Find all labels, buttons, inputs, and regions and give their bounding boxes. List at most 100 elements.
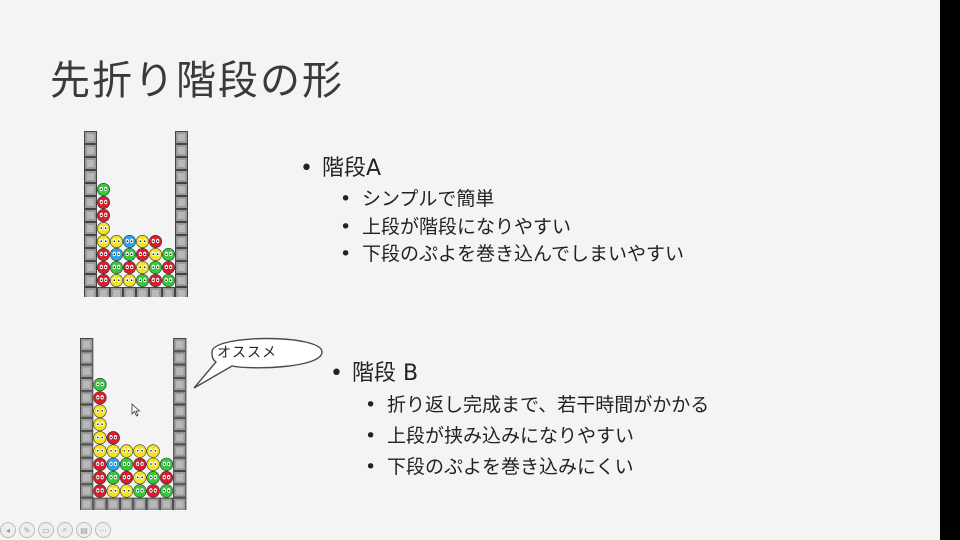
- floor-block-inner: [139, 290, 146, 297]
- wall-block-inner: [87, 264, 94, 271]
- puyo-yellow: [93, 417, 107, 432]
- puyo-red: [119, 470, 134, 485]
- wall-block-inner: [87, 199, 94, 206]
- bullet-dot: •: [365, 456, 377, 478]
- bullet-b-point-2: •上段が挟み込みになりやすい: [365, 421, 634, 448]
- floor-block-inner: [109, 500, 117, 508]
- bullet-dot: •: [300, 156, 313, 181]
- slideshow-toolbar: ◂ ✎ ▭ ⌕ ▤ ⋯: [0, 521, 111, 539]
- wall-block-inner: [176, 434, 184, 442]
- puyo-green: [149, 261, 163, 275]
- wall-block-inner: [176, 447, 184, 455]
- wall-block-inner: [83, 367, 91, 375]
- puyo-yellow: [106, 444, 120, 458]
- wall-block-inner: [176, 380, 184, 389]
- puyo-yellow: [119, 484, 134, 498]
- wall-block-inner: [83, 407, 91, 415]
- puyo-yellow: [93, 404, 107, 418]
- puyo-red: [122, 261, 136, 275]
- puyo-yellow: [135, 235, 149, 249]
- wall-block-inner: [87, 212, 94, 219]
- bullet-text: 上段が階段になりやすい: [362, 216, 572, 238]
- puyo-yellow: [133, 470, 147, 485]
- wall-block-inner: [176, 500, 184, 508]
- puyo-yellow: [109, 274, 123, 288]
- wall-block-inner: [87, 173, 94, 180]
- wall-block-inner: [83, 487, 91, 495]
- wall-block-inner: [87, 290, 94, 297]
- puyo-yellow: [109, 235, 123, 249]
- puyo-red: [97, 209, 110, 223]
- puyo-green: [93, 377, 107, 392]
- puyo-blue: [106, 457, 120, 471]
- floor-block-inner: [149, 500, 157, 508]
- wall-block-inner: [176, 341, 184, 349]
- puyo-yellow: [119, 444, 134, 458]
- slides-icon[interactable]: ▭: [38, 522, 54, 538]
- wall-block-inner: [178, 264, 185, 271]
- wall-block-inner: [178, 134, 185, 141]
- wall-block-inner: [176, 394, 184, 402]
- wall-block-inner: [178, 212, 185, 219]
- puyo-yellow: [135, 261, 149, 275]
- floor-block-inner: [122, 500, 131, 508]
- bullet-dot: •: [340, 243, 352, 265]
- bullet-b-point-1: • 折り返し完成まで、若干時間がかかる: [365, 390, 709, 417]
- bullet-a-point-2: •上段が階段になりやすい: [340, 212, 571, 239]
- window-edge: [940, 0, 960, 540]
- puyo-green: [159, 457, 174, 471]
- bullet-dot: •: [365, 394, 377, 416]
- bullet-a-point-3: • 下段のぷよを巻き込んでしまいやすい: [340, 239, 684, 266]
- subtitle-icon[interactable]: ▤: [76, 522, 92, 538]
- puyo-blue: [122, 235, 136, 249]
- puyo-red: [135, 248, 149, 262]
- puyo-green: [122, 248, 136, 262]
- pattern-a-heading: 階段A: [322, 156, 382, 181]
- wall-block-inner: [178, 186, 185, 193]
- zoom-icon[interactable]: ⌕: [57, 522, 73, 538]
- wall-block-inner: [87, 251, 94, 258]
- puyo-green: [162, 248, 176, 262]
- wall-block-inner: [83, 394, 91, 402]
- puyo-green: [146, 470, 160, 485]
- floor-block-inner: [136, 500, 144, 508]
- slide-title: 先折り階段の形: [50, 58, 344, 104]
- puyo-green: [106, 470, 120, 485]
- bullet-text: 下段のぷよを巻き込んでしまいやすい: [362, 243, 685, 265]
- puyo-red: [93, 470, 107, 485]
- wall-block-inner: [83, 380, 91, 389]
- callout-bubble: [193, 337, 323, 389]
- puyo-green: [162, 274, 176, 288]
- wall-block-inner: [176, 474, 184, 482]
- wall-block-inner: [178, 290, 185, 297]
- puyo-red: [162, 261, 176, 275]
- wall-block-inner: [178, 251, 185, 258]
- puyo-red: [93, 484, 107, 498]
- pen-icon[interactable]: ✎: [19, 522, 35, 538]
- puyo-yellow: [97, 235, 110, 249]
- bullet-pattern-b: •階段 B: [330, 355, 418, 387]
- puyo-green: [159, 484, 174, 498]
- puyo-green: [119, 457, 134, 471]
- puyo-green: [133, 484, 147, 498]
- more-icon[interactable]: ⋯: [95, 522, 111, 538]
- wall-block-inner: [176, 367, 184, 375]
- wall-block-inner: [178, 199, 185, 206]
- bullet-text: 折り返し完成まで、若干時間がかかる: [387, 394, 710, 416]
- wall-block-inner: [176, 487, 184, 495]
- puyo-yellow: [133, 444, 147, 458]
- puyo-red: [93, 391, 107, 405]
- prev-icon[interactable]: ◂: [0, 522, 16, 538]
- wall-block-inner: [178, 160, 185, 167]
- wall-block-inner: [83, 447, 91, 455]
- puyo-blue: [109, 248, 123, 262]
- wall-block-inner: [83, 474, 91, 482]
- floor-block-inner: [126, 290, 133, 297]
- floor-block-inner: [113, 290, 120, 297]
- puyo-red: [133, 457, 147, 471]
- puyo-red: [97, 274, 110, 288]
- wall-block-inner: [87, 134, 94, 141]
- bullet-dot: •: [340, 188, 352, 210]
- wall-block-inner: [178, 147, 185, 154]
- puyo-yellow: [97, 222, 110, 236]
